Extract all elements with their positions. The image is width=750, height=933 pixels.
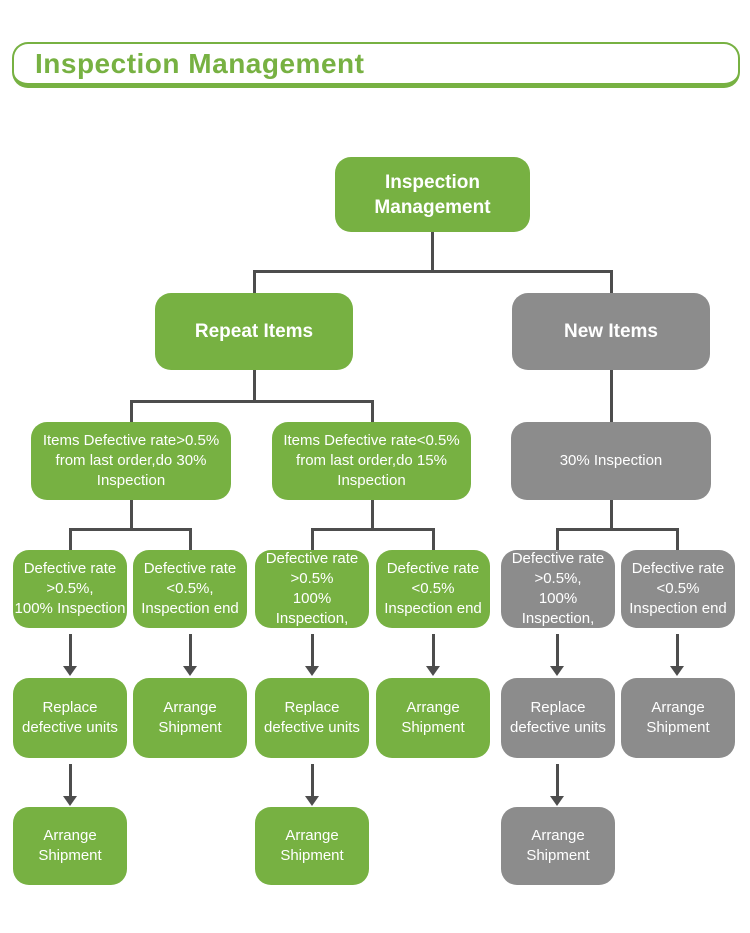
arrow-col5-line [556, 634, 559, 666]
arrow-col2-line [189, 634, 192, 666]
connector-new-down [610, 370, 613, 422]
node-label: Defective rate <0.5% Inspection end [384, 560, 482, 617]
arrow-col3-head-icon [305, 666, 319, 676]
node-label: Repeat Items [194, 321, 314, 342]
node-col4-defective-lt-05: Defective rate <0.5% Inspection end [376, 550, 490, 628]
node-repeat-items: Repeat Items [155, 293, 353, 370]
connector-to-col4 [432, 528, 435, 550]
arrow-col6-head-icon [670, 666, 684, 676]
node-label: New Items [564, 321, 658, 342]
connector-repeat-high-split [69, 528, 192, 531]
node-label: Inspection Management [374, 171, 491, 218]
connector-repeat-low-down [371, 500, 374, 528]
arrow-col6-line [676, 634, 679, 666]
connector-new-inspection-down [610, 500, 613, 528]
arrow-col3-bottom-line [311, 764, 314, 796]
node-new-items: New Items [512, 293, 710, 370]
node-label: Items Defective rate<0.5% from last orde… [283, 432, 460, 489]
arrow-col3-line [311, 634, 314, 666]
arrow-col1-bottom-head-icon [63, 796, 77, 806]
connector-to-col3 [311, 528, 314, 550]
connector-to-repeat-items [253, 270, 256, 293]
node-label: Defective rate <0.5%, Inspection end [141, 560, 239, 617]
node-label: Replace defective units [264, 699, 360, 736]
node-col1-final-arrange-shipment: Arrange Shipment [13, 807, 127, 885]
connector-repeat-high-down [130, 500, 133, 528]
node-label: Replace defective units [510, 699, 606, 736]
node-new-30-percent-inspection: 30% Inspection [511, 422, 711, 500]
arrow-col4-head-icon [426, 666, 440, 676]
connector-to-col1 [69, 528, 72, 550]
node-col2-arrange-shipment: Arrange Shipment [133, 678, 247, 758]
page-title-banner: Inspection Management [12, 42, 740, 88]
connector-to-col6 [676, 528, 679, 550]
node-col1-replace-defective-units: Replace defective units [13, 678, 127, 758]
node-label: Arrange Shipment [646, 699, 710, 736]
node-label: Defective rate >0.5%, 100% Inspection, [511, 550, 605, 627]
node-col6-defective-lt-05: Defective rate <0.5% Inspection end [621, 550, 735, 628]
node-label: Arrange Shipment [526, 827, 590, 864]
arrow-col5-head-icon [550, 666, 564, 676]
node-repeat-defect-rate-low: Items Defective rate<0.5% from last orde… [272, 422, 471, 500]
connector-repeat-down [253, 370, 256, 400]
connector-to-col5 [556, 528, 559, 550]
connector-to-col2 [189, 528, 192, 550]
node-col5-final-arrange-shipment: Arrange Shipment [501, 807, 615, 885]
connector-new-inspection-split [556, 528, 679, 531]
node-col5-defective-gt-05: Defective rate >0.5%, 100% Inspection, [501, 550, 615, 628]
connector-to-repeat-high [130, 400, 133, 422]
node-col1-defective-gt-05: Defective rate >0.5%, 100% Inspection [13, 550, 127, 628]
connector-to-new-items [610, 270, 613, 293]
node-label: Arrange Shipment [401, 699, 465, 736]
node-col3-defective-gt-05: Defective rate >0.5% 100% Inspection, [255, 550, 369, 628]
node-col3-replace-defective-units: Replace defective units [255, 678, 369, 758]
connector-root-down [431, 232, 434, 270]
node-col3-final-arrange-shipment: Arrange Shipment [255, 807, 369, 885]
node-label: Arrange Shipment [38, 827, 102, 864]
connector-to-repeat-low [371, 400, 374, 422]
node-label: Replace defective units [22, 699, 118, 736]
connector-root-split [253, 270, 613, 273]
arrow-col4-line [432, 634, 435, 666]
node-col2-defective-lt-05: Defective rate <0.5%, Inspection end [133, 550, 247, 628]
arrow-col2-head-icon [183, 666, 197, 676]
connector-repeat-low-split [311, 528, 435, 531]
node-col6-arrange-shipment: Arrange Shipment [621, 678, 735, 758]
node-label: Arrange Shipment [280, 827, 344, 864]
node-repeat-defect-rate-high: Items Defective rate>0.5% from last orde… [31, 422, 231, 500]
arrow-col3-bottom-head-icon [305, 796, 319, 806]
node-label: Items Defective rate>0.5% from last orde… [42, 432, 220, 489]
page-title: Inspection Management [35, 47, 365, 79]
arrow-col1-head-icon [63, 666, 77, 676]
connector-repeat-split [130, 400, 374, 403]
node-col5-replace-defective-units: Replace defective units [501, 678, 615, 758]
node-label: 30% Inspection [559, 452, 663, 469]
node-label: Defective rate >0.5% 100% Inspection, [265, 550, 359, 627]
arrow-col5-bottom-line [556, 764, 559, 796]
arrow-col1-line [69, 634, 72, 666]
arrow-col1-bottom-line [69, 764, 72, 796]
node-col4-arrange-shipment: Arrange Shipment [376, 678, 490, 758]
node-label: Defective rate <0.5% Inspection end [629, 560, 727, 617]
node-inspection-management: Inspection Management [335, 157, 530, 232]
node-label: Arrange Shipment [158, 699, 222, 736]
arrow-col5-bottom-head-icon [550, 796, 564, 806]
node-label: Defective rate >0.5%, 100% Inspection [14, 560, 126, 617]
